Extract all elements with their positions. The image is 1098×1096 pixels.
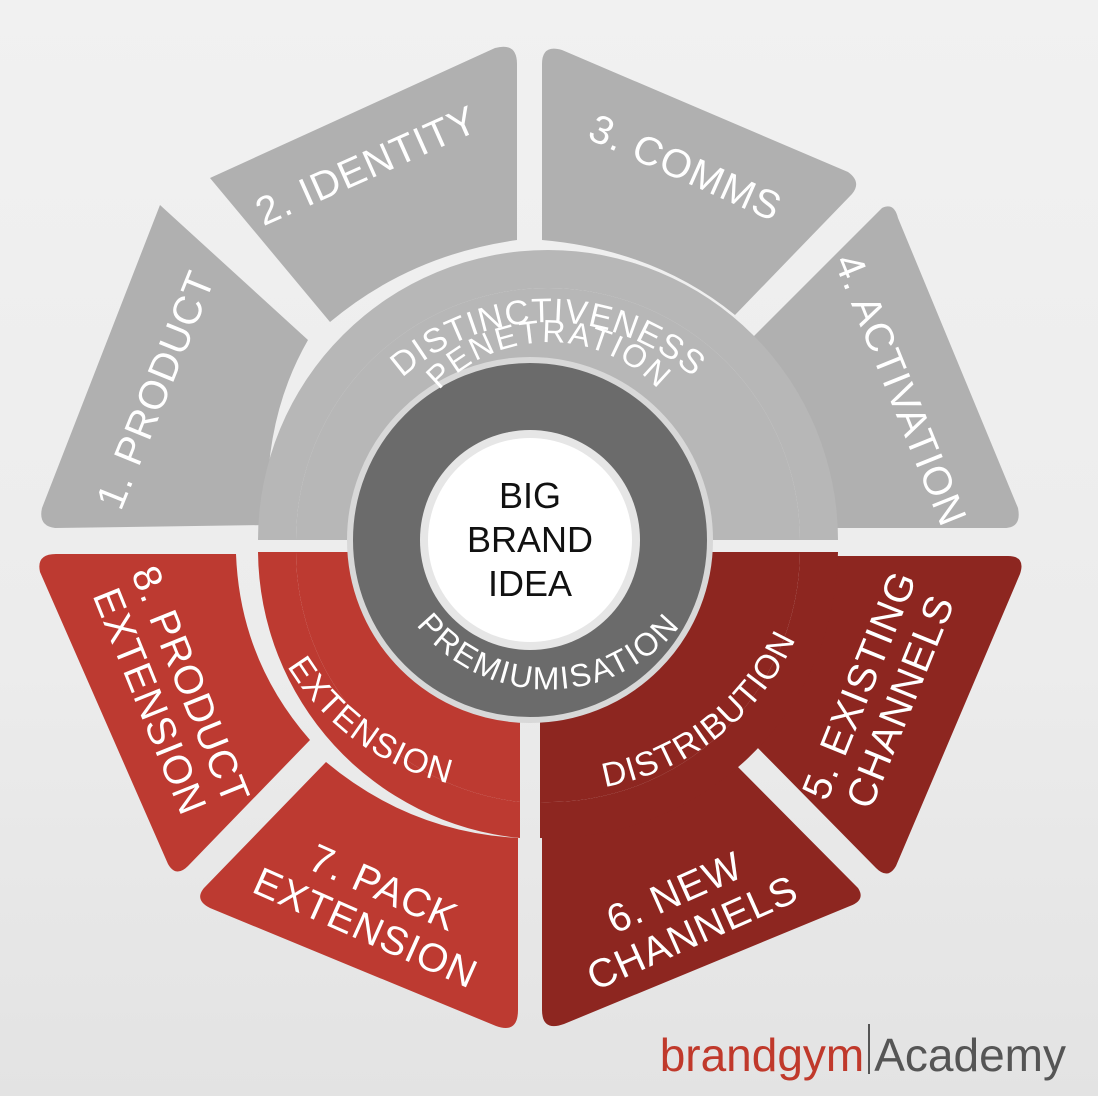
logo-separator xyxy=(868,1024,871,1074)
ring-distinctiveness xyxy=(258,250,838,540)
center-disc xyxy=(428,438,632,642)
brandgym-academy-logo: brandgym Academy xyxy=(660,1024,1066,1082)
logo-academy-text: Academy xyxy=(874,1029,1066,1081)
segment-comms xyxy=(542,48,857,315)
segment-product xyxy=(41,205,308,528)
center-label-line3: IDEA xyxy=(488,563,572,604)
center-label-line2: BRAND xyxy=(467,519,593,560)
segment-pack-extension xyxy=(200,762,518,1028)
outer-segments xyxy=(39,46,1022,1028)
logo-brand-text: brandgym xyxy=(659,1029,865,1081)
ring-extension xyxy=(258,552,520,838)
center-label-line1: BIG xyxy=(499,475,561,516)
core-ring-border xyxy=(347,357,713,723)
segment-identity xyxy=(210,46,517,322)
segment-product-extension xyxy=(39,554,310,872)
ring-distribution xyxy=(540,552,838,839)
